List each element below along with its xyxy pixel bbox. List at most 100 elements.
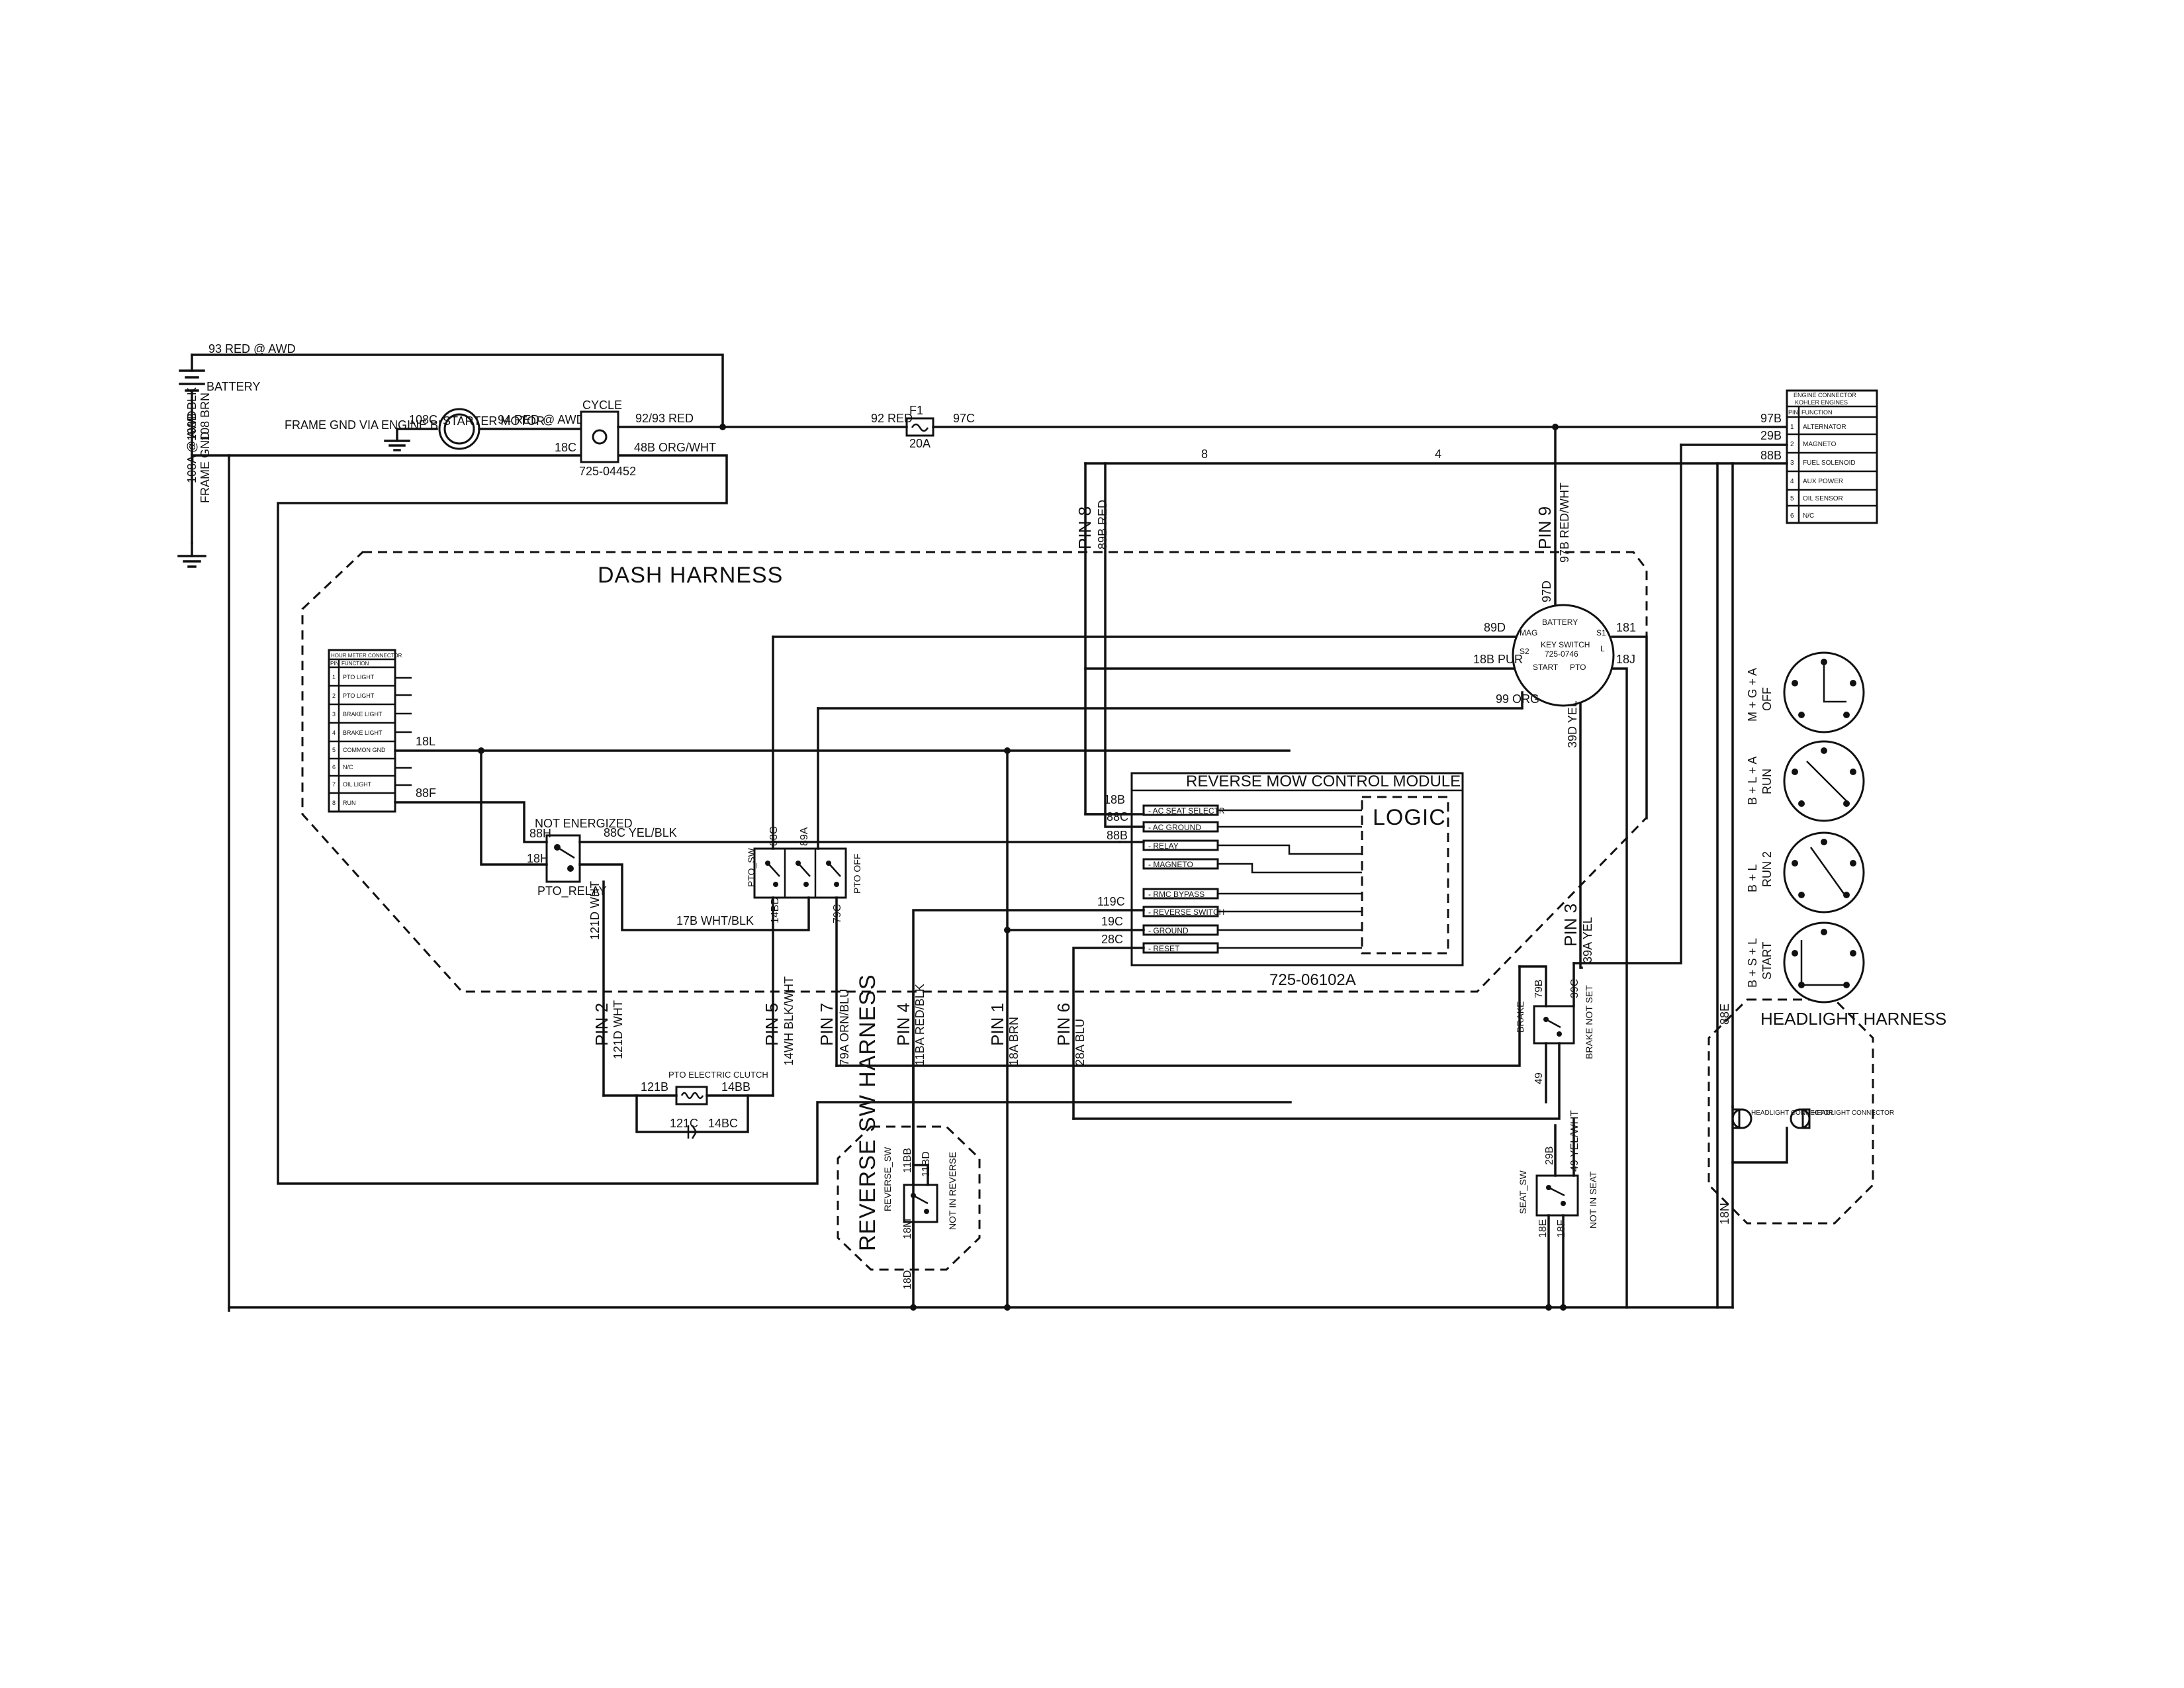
- wire-121b: 121B: [641, 1080, 668, 1094]
- pin6-label: PIN 6: [1054, 1003, 1073, 1046]
- engine-row-pin: 6: [1790, 512, 1794, 520]
- headlight-conn-2: HEADLIGHT CONNECTOR: [1812, 1109, 1894, 1117]
- pto-switch: PTO_SW PTO OFF 88G 89A 14BD 79C: [746, 826, 862, 923]
- hm-row-function: BRAKE LIGHT: [343, 711, 383, 718]
- engine-row-pin: 4: [1790, 478, 1794, 485]
- module-pn: 725-06102A: [1269, 971, 1356, 989]
- engine-table-subtitle: KOHLER ENGINES: [1795, 399, 1848, 406]
- key-pos-conns: M + G + A: [1746, 668, 1759, 722]
- headlight-harness-title-1: HEADLIGHT HARNESS: [1760, 1009, 1946, 1029]
- wire-29b: 29B: [1544, 1147, 1555, 1165]
- module-input: - GROUND: [1148, 926, 1189, 935]
- wire-89a: 89A: [799, 827, 810, 846]
- key-pos-name: START: [1760, 942, 1774, 980]
- module-logic: LOGIC: [1373, 805, 1446, 830]
- key-start: START: [1533, 663, 1559, 672]
- engine-wire-29b: 29B: [1760, 429, 1782, 442]
- module-wire-119c: 119C: [1097, 895, 1125, 908]
- wire-18h: 18H: [527, 852, 549, 865]
- engine-row-function: ALTERNATOR: [1803, 424, 1846, 431]
- pin3-wire: 39A YEL: [1581, 917, 1594, 963]
- key-pos-name: RUN: [1760, 769, 1774, 794]
- wire-18n: 18N: [1718, 1203, 1731, 1225]
- hm-row-pin: 3: [332, 711, 336, 718]
- engine-wire-97b: 97B: [1760, 412, 1782, 425]
- hm-row-pin: 8: [332, 800, 336, 806]
- pin8-label: PIN 8: [1075, 506, 1095, 549]
- fuse-rating: 20A: [909, 437, 931, 450]
- marker-4: 4: [1435, 447, 1441, 461]
- key-s1: S1: [1596, 628, 1606, 637]
- module-wire-88b: 88B: [1107, 829, 1128, 842]
- wire-18e: 18E: [1537, 1219, 1549, 1238]
- engine-row-function: MAGNETO: [1803, 441, 1837, 448]
- key-battery: BATTERY: [1542, 618, 1578, 627]
- hm-row-function: RUN: [343, 800, 356, 806]
- key-pos-conns: B + S + L: [1746, 938, 1759, 988]
- pin7-wire: 79A ORN/BLU: [838, 989, 851, 1066]
- pin4-label: PIN 4: [893, 1003, 913, 1046]
- fuse-label: F1: [909, 404, 923, 417]
- wire-88f: 88F: [416, 786, 436, 800]
- wire-18l: 18L: [416, 735, 435, 748]
- module-input: - RESET: [1148, 944, 1180, 953]
- key-switch: BATTERY START PTO L MAG S1 S2 KEY SWITCH…: [1512, 604, 1615, 707]
- dash-harness-outline: [301, 551, 1648, 993]
- battery: BATTERY: [179, 353, 260, 544]
- module-wire-88c: 88C: [1107, 810, 1128, 823]
- engine-wire-88b: 88B: [1760, 449, 1782, 462]
- module-wire-28c: 28C: [1101, 933, 1123, 946]
- seat-not-label: NOT IN SEAT: [1588, 1171, 1598, 1229]
- pin8-wire: 89B RED: [1096, 500, 1109, 549]
- key-pos-run: RUN B + L + A: [1746, 740, 1865, 822]
- hm-row-function: COMMON GND: [343, 747, 386, 753]
- engine-row-pin: 2: [1790, 441, 1794, 448]
- engine-row-pin: 5: [1790, 495, 1794, 502]
- hm-row-pin: 2: [332, 692, 336, 699]
- wire-18c: 18C: [555, 441, 576, 454]
- seat-switch: SEAT_SW NOT IN SEAT 29B 49 YEL/WHT 18E 1…: [1518, 1110, 1598, 1238]
- headlight-harness: HEADLIGHT HARNESS HEADLIGHT CONNECTOR HE…: [1707, 998, 1946, 1225]
- brake-switch: BRAKE BRAKE NOT SET 79B 39C 49: [1515, 979, 1594, 1084]
- wire-18f: 18F: [1556, 1219, 1567, 1238]
- wire-14bb: 14BB: [721, 1080, 751, 1094]
- reverse-harness-title: REVERSE SW HARNESS: [855, 974, 880, 1251]
- wire-94-red: 94 RED @ AWD: [498, 413, 585, 426]
- module-title: REVERSE MOW CONTROL MODULE: [1186, 773, 1461, 790]
- reverse-sw-harness: REVERSE SW HARNESS REVERSE_SW NOT IN REV…: [837, 974, 981, 1289]
- wire-108a: 108A @ AWD: [185, 410, 199, 483]
- engine-table-h1: FUNCTION: [1801, 409, 1833, 416]
- wire-121c: 121C: [670, 1117, 698, 1130]
- wire-89d: 89D: [1484, 621, 1506, 634]
- pin2-label: PIN 2: [592, 1003, 612, 1046]
- engine-row-function: N/C: [1803, 512, 1814, 520]
- hm-row-pin: 1: [332, 674, 336, 680]
- engine-row-pin: 3: [1790, 459, 1794, 467]
- wire-97d: 97D: [1540, 581, 1553, 602]
- engine-row-function: AUX POWER: [1803, 478, 1843, 485]
- pin1-label: PIN 1: [987, 1003, 1007, 1046]
- wire-14bd: 14BD: [770, 897, 781, 923]
- hour-meter-connector: HOUR METER CONNECTOR PIN FUNCTION 1 PTO …: [328, 649, 412, 813]
- module-input: - AC GROUND: [1148, 823, 1201, 832]
- pin5-wire: 14WH BLK/WHT: [782, 976, 796, 1066]
- pin5-label: PIN 5: [762, 1003, 782, 1046]
- hour-meter-h1: FUNCTION: [341, 661, 369, 667]
- starter-solenoid: CYCLE 725-04452 18C 48B ORG/WHT: [555, 399, 716, 478]
- module-input: - RMC BYPASS: [1148, 890, 1205, 899]
- module-input: - AC SEAT SELECTR: [1148, 806, 1225, 816]
- wire-18m: 18M: [902, 1219, 913, 1239]
- headlight-conn-1: HEADLIGHT CONNECTOR: [1751, 1109, 1833, 1117]
- pin3-label: PIN 3: [1561, 904, 1580, 947]
- wire-18b-pur: 18B PUR: [1473, 653, 1523, 666]
- module-wire-18b: 18B: [1104, 793, 1125, 806]
- hm-row-function: PTO LIGHT: [343, 674, 375, 680]
- reverse-sw-label: REVERSE_SW: [882, 1147, 893, 1211]
- key-pos-name: OFF: [1760, 687, 1774, 711]
- hm-row-function: BRAKE LIGHT: [343, 729, 383, 736]
- starter-label: STARTER MOTOR: [443, 414, 545, 428]
- hm-row-pin: 6: [332, 764, 336, 771]
- wire-39d: 39D YEL: [1566, 700, 1579, 748]
- seat-sw-label: SEAT_SW: [1518, 1170, 1528, 1214]
- engine-row-function: FUEL SOLENOID: [1803, 459, 1856, 467]
